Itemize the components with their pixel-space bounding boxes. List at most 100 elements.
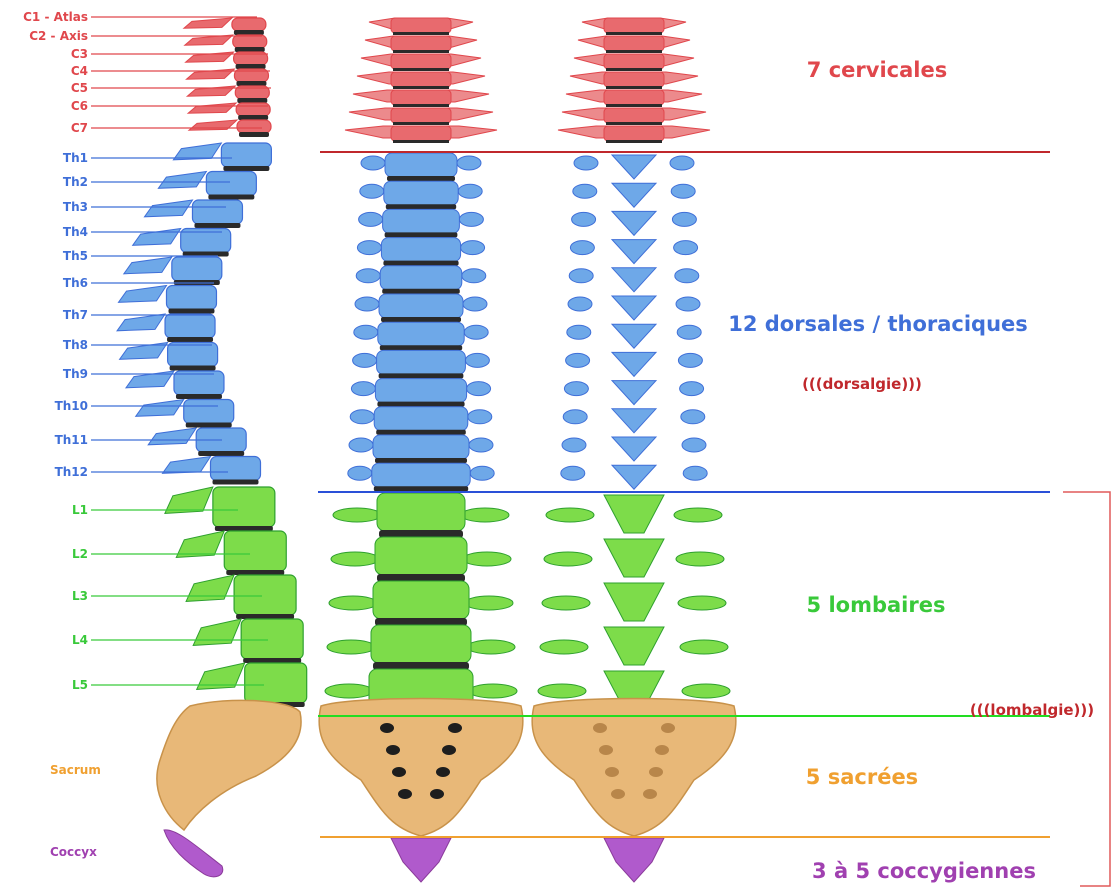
label-th6: Th6 [63, 276, 88, 290]
posterior-l3-left-process [542, 596, 590, 610]
lateral-th6-body [166, 286, 216, 310]
posterior-c7 [604, 126, 664, 141]
lateral-l1-body [213, 487, 275, 527]
lateral-l4-body [241, 619, 303, 659]
label-c4: C4 [71, 64, 88, 78]
anterior-l5-left-process [325, 684, 373, 698]
posterior-th10-left-process [563, 410, 587, 424]
intervertebral-disc [234, 30, 264, 35]
posterior-th1-right-process [670, 156, 694, 170]
lateral-c6-process [188, 103, 236, 113]
lateral-th1-body [221, 143, 271, 167]
intervertebral-disc [393, 50, 449, 53]
posterior-th12-left-process [561, 466, 585, 480]
posterior-c6 [604, 108, 664, 123]
posterior-th2-right-process [671, 184, 695, 198]
intervertebral-disc [223, 166, 269, 171]
label-c6: C6 [71, 99, 88, 113]
anterior-th9-left-process [351, 382, 375, 396]
intervertebral-disc [383, 261, 458, 266]
intervertebral-disc [226, 570, 284, 575]
lateral-coccyx [164, 830, 223, 877]
cervical-region-label: 7 cervicales [807, 58, 947, 82]
anterior-l3-left-process [329, 596, 377, 610]
anterior-th7-right-process [464, 325, 488, 339]
posterior-th4-left-process [570, 241, 594, 255]
anterior-l2-left-process [331, 552, 379, 566]
anterior-th11-left-process [349, 438, 373, 452]
intervertebral-disc [377, 402, 464, 407]
sacral-foramen [442, 745, 456, 755]
lateral-th12-body [211, 457, 261, 481]
intervertebral-disc [239, 132, 269, 137]
lateral-l2-body [224, 531, 286, 571]
label-th12: Th12 [55, 465, 88, 479]
anterior-th10 [374, 407, 468, 431]
posterior-th7-left-process [567, 325, 591, 339]
anterior-th1-right-process [457, 156, 481, 170]
anterior-th8-left-process [353, 353, 377, 367]
posterior-th6-left-process [568, 297, 592, 311]
posterior-th5 [612, 268, 656, 292]
posterior-th11-right-process [682, 438, 706, 452]
lateral-th10-process [136, 400, 184, 417]
posterior-c1 [604, 18, 664, 33]
posterior-l2-right-process [676, 552, 724, 566]
anterior-c3 [391, 54, 451, 69]
anterior-th4 [381, 238, 460, 262]
label-c2: C2 - Axis [29, 29, 88, 43]
intervertebral-disc [393, 86, 449, 89]
lateral-th5-process [124, 257, 172, 274]
posterior-th5-right-process [675, 269, 699, 283]
sacral-foramen [611, 789, 625, 799]
intervertebral-disc [606, 86, 662, 89]
posterior-l1-left-process [546, 508, 594, 522]
label-l2: L2 [72, 547, 88, 561]
anterior-th9 [375, 379, 466, 403]
intervertebral-disc [381, 317, 461, 322]
sacral-foramen [605, 767, 619, 777]
label-th2: Th2 [63, 175, 88, 189]
posterior-c5 [604, 90, 664, 105]
posterior-c2 [604, 36, 664, 51]
intervertebral-disc [606, 122, 662, 125]
lateral-th12-process [163, 457, 211, 474]
posterior-th5-left-process [569, 269, 593, 283]
posterior-th11 [612, 437, 656, 461]
posterior-l3 [604, 583, 664, 621]
label-th11: Th11 [55, 433, 88, 447]
label-l3: L3 [72, 589, 88, 603]
label-l5: L5 [72, 678, 88, 692]
anterior-l4-left-process [327, 640, 375, 654]
anterior-l2 [375, 537, 467, 575]
sacral-foramen [649, 767, 663, 777]
lateral-c2-body [233, 35, 267, 48]
anterior-th5 [380, 266, 462, 290]
posterior-th9-left-process [564, 382, 588, 396]
anterior-th9-right-process [467, 382, 491, 396]
label-th9: Th9 [63, 367, 88, 381]
label-l1: L1 [72, 503, 88, 517]
lateral-spine-view [117, 18, 307, 877]
lateral-th3-body [192, 200, 242, 224]
lateral-th7-body [165, 314, 215, 338]
anterior-l4-right-process [467, 640, 515, 654]
sacral-foramen [386, 745, 400, 755]
intervertebral-disc [235, 47, 265, 52]
anterior-l1-right-process [461, 508, 509, 522]
sacral-foramen [448, 723, 462, 733]
intervertebral-disc [243, 658, 301, 663]
intervertebral-disc [393, 140, 449, 143]
lateral-th1-process [173, 143, 221, 160]
label-th8: Th8 [63, 338, 88, 352]
sacral-foramen [392, 767, 406, 777]
lateral-c7-process [189, 120, 237, 130]
anterior-th2 [384, 181, 458, 205]
lateral-c1-body [232, 18, 266, 31]
lateral-l3-process [186, 575, 234, 601]
posterior-th10 [612, 409, 656, 433]
anterior-th6-right-process [463, 297, 487, 311]
anterior-th2-right-process [458, 184, 482, 198]
posterior-l2 [604, 539, 664, 577]
